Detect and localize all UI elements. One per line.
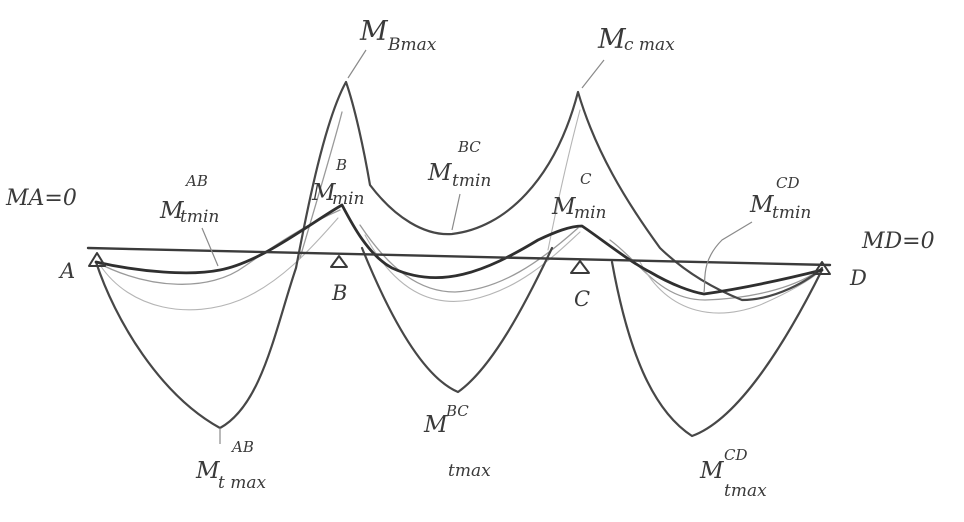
svg-text:B: B [335,156,347,174]
svg-text:AB: AB [184,172,208,190]
svg-text:BC: BC [445,402,469,420]
svg-text:tmax: tmax [448,461,491,481]
cd-min-leader [703,221,753,293]
support-label-c: C [574,287,590,311]
bc-min-leader [451,193,461,231]
support-label-b: B [331,281,347,305]
beam-axis-line [86,246,832,267]
mb-max-leader [347,49,367,79]
max-moment-lower-lobes [360,246,824,438]
ma-zero-label: MA=0 [5,186,77,211]
svg-text:M: M [597,24,627,55]
svg-text:tmin: tmin [772,203,811,223]
svg-text:M: M [159,198,185,224]
svg-text:tmin: tmin [180,207,219,227]
svg-text:CD: CD [724,446,748,464]
max-moment-envelope-curve [94,80,824,430]
svg-text:M: M [195,458,221,484]
support-c-icon [570,260,590,274]
mc-max-leader [581,59,605,89]
ab-max-label: AB M t max [195,438,266,493]
min-moment-envelope-curve [94,203,824,296]
svg-text:M: M [423,412,449,438]
cd-max-label: CD M tmax [699,446,767,501]
svg-text:M: M [359,16,389,47]
support-label-d: D [849,266,867,290]
svg-text:min: min [332,189,365,209]
c-min-label: C M min [551,170,607,223]
md-zero-label: MD=0 [861,229,935,254]
bc-min-label: BC M tmin [427,138,491,191]
svg-text:CD: CD [776,174,800,192]
svg-text:t max: t max [218,473,266,493]
svg-text:AB: AB [230,438,254,456]
svg-text:M: M [551,194,577,220]
b-min-label: B M min [311,156,365,209]
ab-min-label: AB M tmin [159,172,219,227]
support-d-icon [813,261,831,275]
svg-text:C: C [580,170,592,188]
svg-text:tmin: tmin [452,171,491,191]
svg-text:M: M [427,160,453,186]
svg-text:tmax: tmax [724,481,767,501]
support-a-icon [88,252,106,267]
mb-max-label: M Bmax [359,16,437,55]
svg-text:M: M [311,180,337,206]
svg-text:M: M [699,458,725,484]
cd-min-label: CD M tmin [749,174,811,223]
mc-max-label: M c max [597,24,675,55]
bc-max-label: BC M tmax [423,402,491,481]
svg-text:M: M [749,192,775,218]
svg-text:c max: c max [624,35,675,55]
svg-text:BC: BC [457,138,481,156]
ab-min-leader [201,227,219,267]
svg-text:min: min [574,203,607,223]
support-label-a: A [58,259,75,283]
support-b-icon [330,255,348,268]
svg-text:Bmax: Bmax [387,35,437,55]
